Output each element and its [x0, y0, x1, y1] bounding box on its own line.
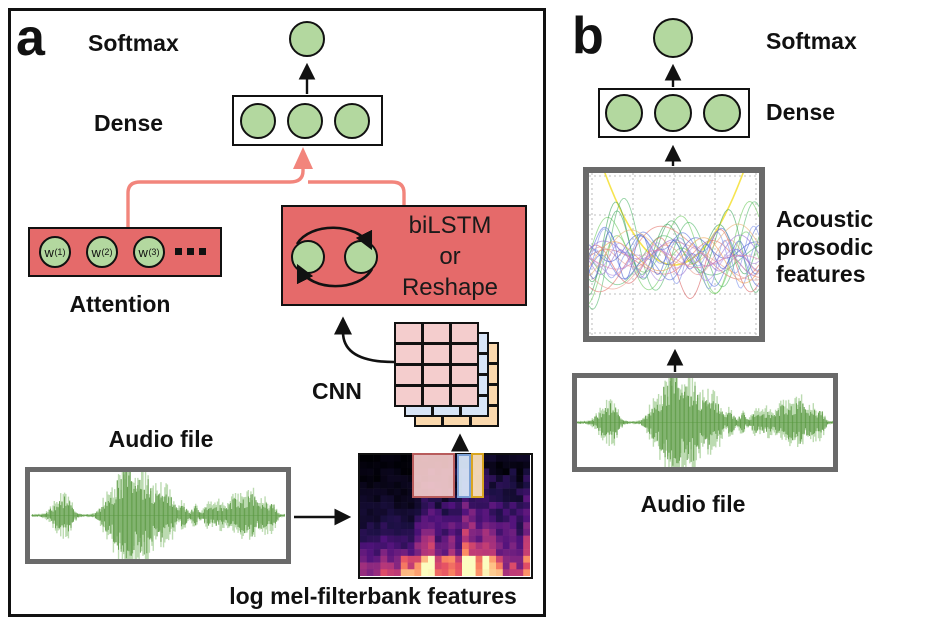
attention-node-1: w(1) [39, 236, 71, 268]
spectrogram-patch-pink [412, 453, 455, 498]
spectrogram-patch-blue [457, 454, 471, 498]
prosodic-box [583, 167, 765, 342]
attention-weight-sub: (3) [148, 247, 160, 257]
attention-ellipsis-dot [175, 248, 182, 255]
a-dense-node-3 [334, 103, 370, 139]
cnn-featuremap-front [394, 322, 479, 407]
prosodic-label: Acoustic prosodic features [776, 206, 873, 289]
b-audio-box [572, 373, 838, 472]
a-dense-node-1 [240, 103, 276, 139]
prosodic-plot [589, 173, 759, 336]
attention-weight-sub: (2) [101, 247, 113, 257]
a-audio-label: Audio file [108, 426, 214, 452]
prosodic-label-line1: Acoustic [776, 206, 874, 232]
prosodic-label-line3: features [776, 261, 866, 287]
a-audio-box [25, 467, 291, 564]
b-dense-node-1 [605, 94, 643, 132]
attention-ellipsis-dot [199, 248, 206, 255]
b-dense-node-3 [703, 94, 741, 132]
b-dense-label: Dense [766, 99, 836, 125]
a-softmax-label: Softmax [88, 30, 179, 56]
b-dense-node-2 [654, 94, 692, 132]
panel-a-letter: a [16, 9, 45, 67]
bilstm-label: biLSTM or Reshape [380, 210, 520, 303]
bilstm-label-line3: Reshape [401, 274, 499, 301]
a-audio-waveform [31, 472, 286, 559]
spectrogram-patch-peach [471, 453, 484, 498]
bilstm-label-line1: biLSTM [408, 212, 492, 239]
a-dense-label: Dense [94, 110, 164, 136]
attention-weight-label: w [91, 244, 101, 260]
attention-node-3: w(3) [133, 236, 165, 268]
spectrogram-label: log mel-filterbank features [229, 583, 517, 609]
attention-weight-label: w [138, 244, 148, 260]
panel-b-letter: b [572, 7, 604, 65]
a-dense-node-2 [287, 103, 323, 139]
bilstm-node-1 [291, 240, 325, 274]
bilstm-label-line2: or [439, 243, 461, 270]
prosodic-label-line2: prosodic [776, 233, 874, 260]
attention-weight-label: w [44, 244, 54, 260]
cnn-label: CNN [312, 378, 362, 404]
attention-ellipsis-dot [187, 248, 194, 255]
a-softmax-node [289, 21, 325, 57]
attention-node-2: w(2) [86, 236, 118, 268]
b-audio-label: Audio file [640, 491, 746, 517]
b-audio-waveform [577, 378, 833, 467]
b-softmax-node [653, 18, 693, 58]
bilstm-node-2 [344, 240, 378, 274]
b-softmax-label: Softmax [766, 28, 857, 54]
attention-weight-sub: (1) [54, 247, 66, 257]
attention-label: Attention [69, 291, 171, 317]
